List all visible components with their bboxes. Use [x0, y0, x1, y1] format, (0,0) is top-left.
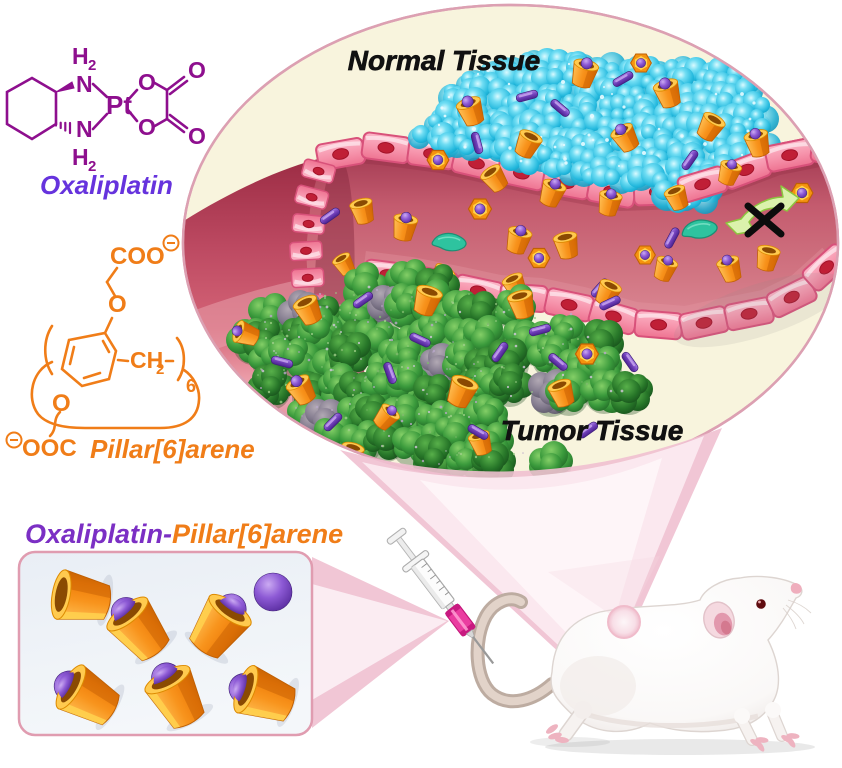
svg-text:Pillar[6]arene: Pillar[6]arene	[90, 434, 255, 464]
svg-text:O: O	[188, 123, 206, 149]
svg-text:2: 2	[156, 361, 164, 378]
svg-text:N: N	[76, 71, 93, 97]
svg-text:Tumor Tissue: Tumor Tissue	[501, 415, 684, 446]
svg-text:Oxaliplatin-Pillar[6]arene: Oxaliplatin-Pillar[6]arene	[25, 519, 343, 549]
svg-text:O: O	[108, 291, 127, 318]
svg-text:H: H	[72, 144, 89, 170]
svg-text:O: O	[188, 57, 206, 83]
svg-text:O: O	[52, 390, 71, 417]
svg-text:Pt: Pt	[106, 90, 132, 120]
svg-text:N: N	[76, 116, 93, 142]
svg-text:COO: COO	[110, 243, 165, 270]
svg-text:O: O	[138, 114, 156, 140]
svg-text:OOC: OOC	[22, 435, 77, 462]
svg-text:H: H	[72, 43, 89, 69]
svg-text:CH: CH	[130, 347, 163, 373]
svg-text:Oxaliplatin: Oxaliplatin	[40, 170, 173, 200]
svg-text:6: 6	[186, 376, 196, 396]
svg-text:Normal Tissue: Normal Tissue	[348, 45, 540, 76]
svg-text:O: O	[138, 69, 156, 95]
svg-text:2: 2	[88, 158, 96, 175]
svg-text:2: 2	[88, 57, 96, 74]
